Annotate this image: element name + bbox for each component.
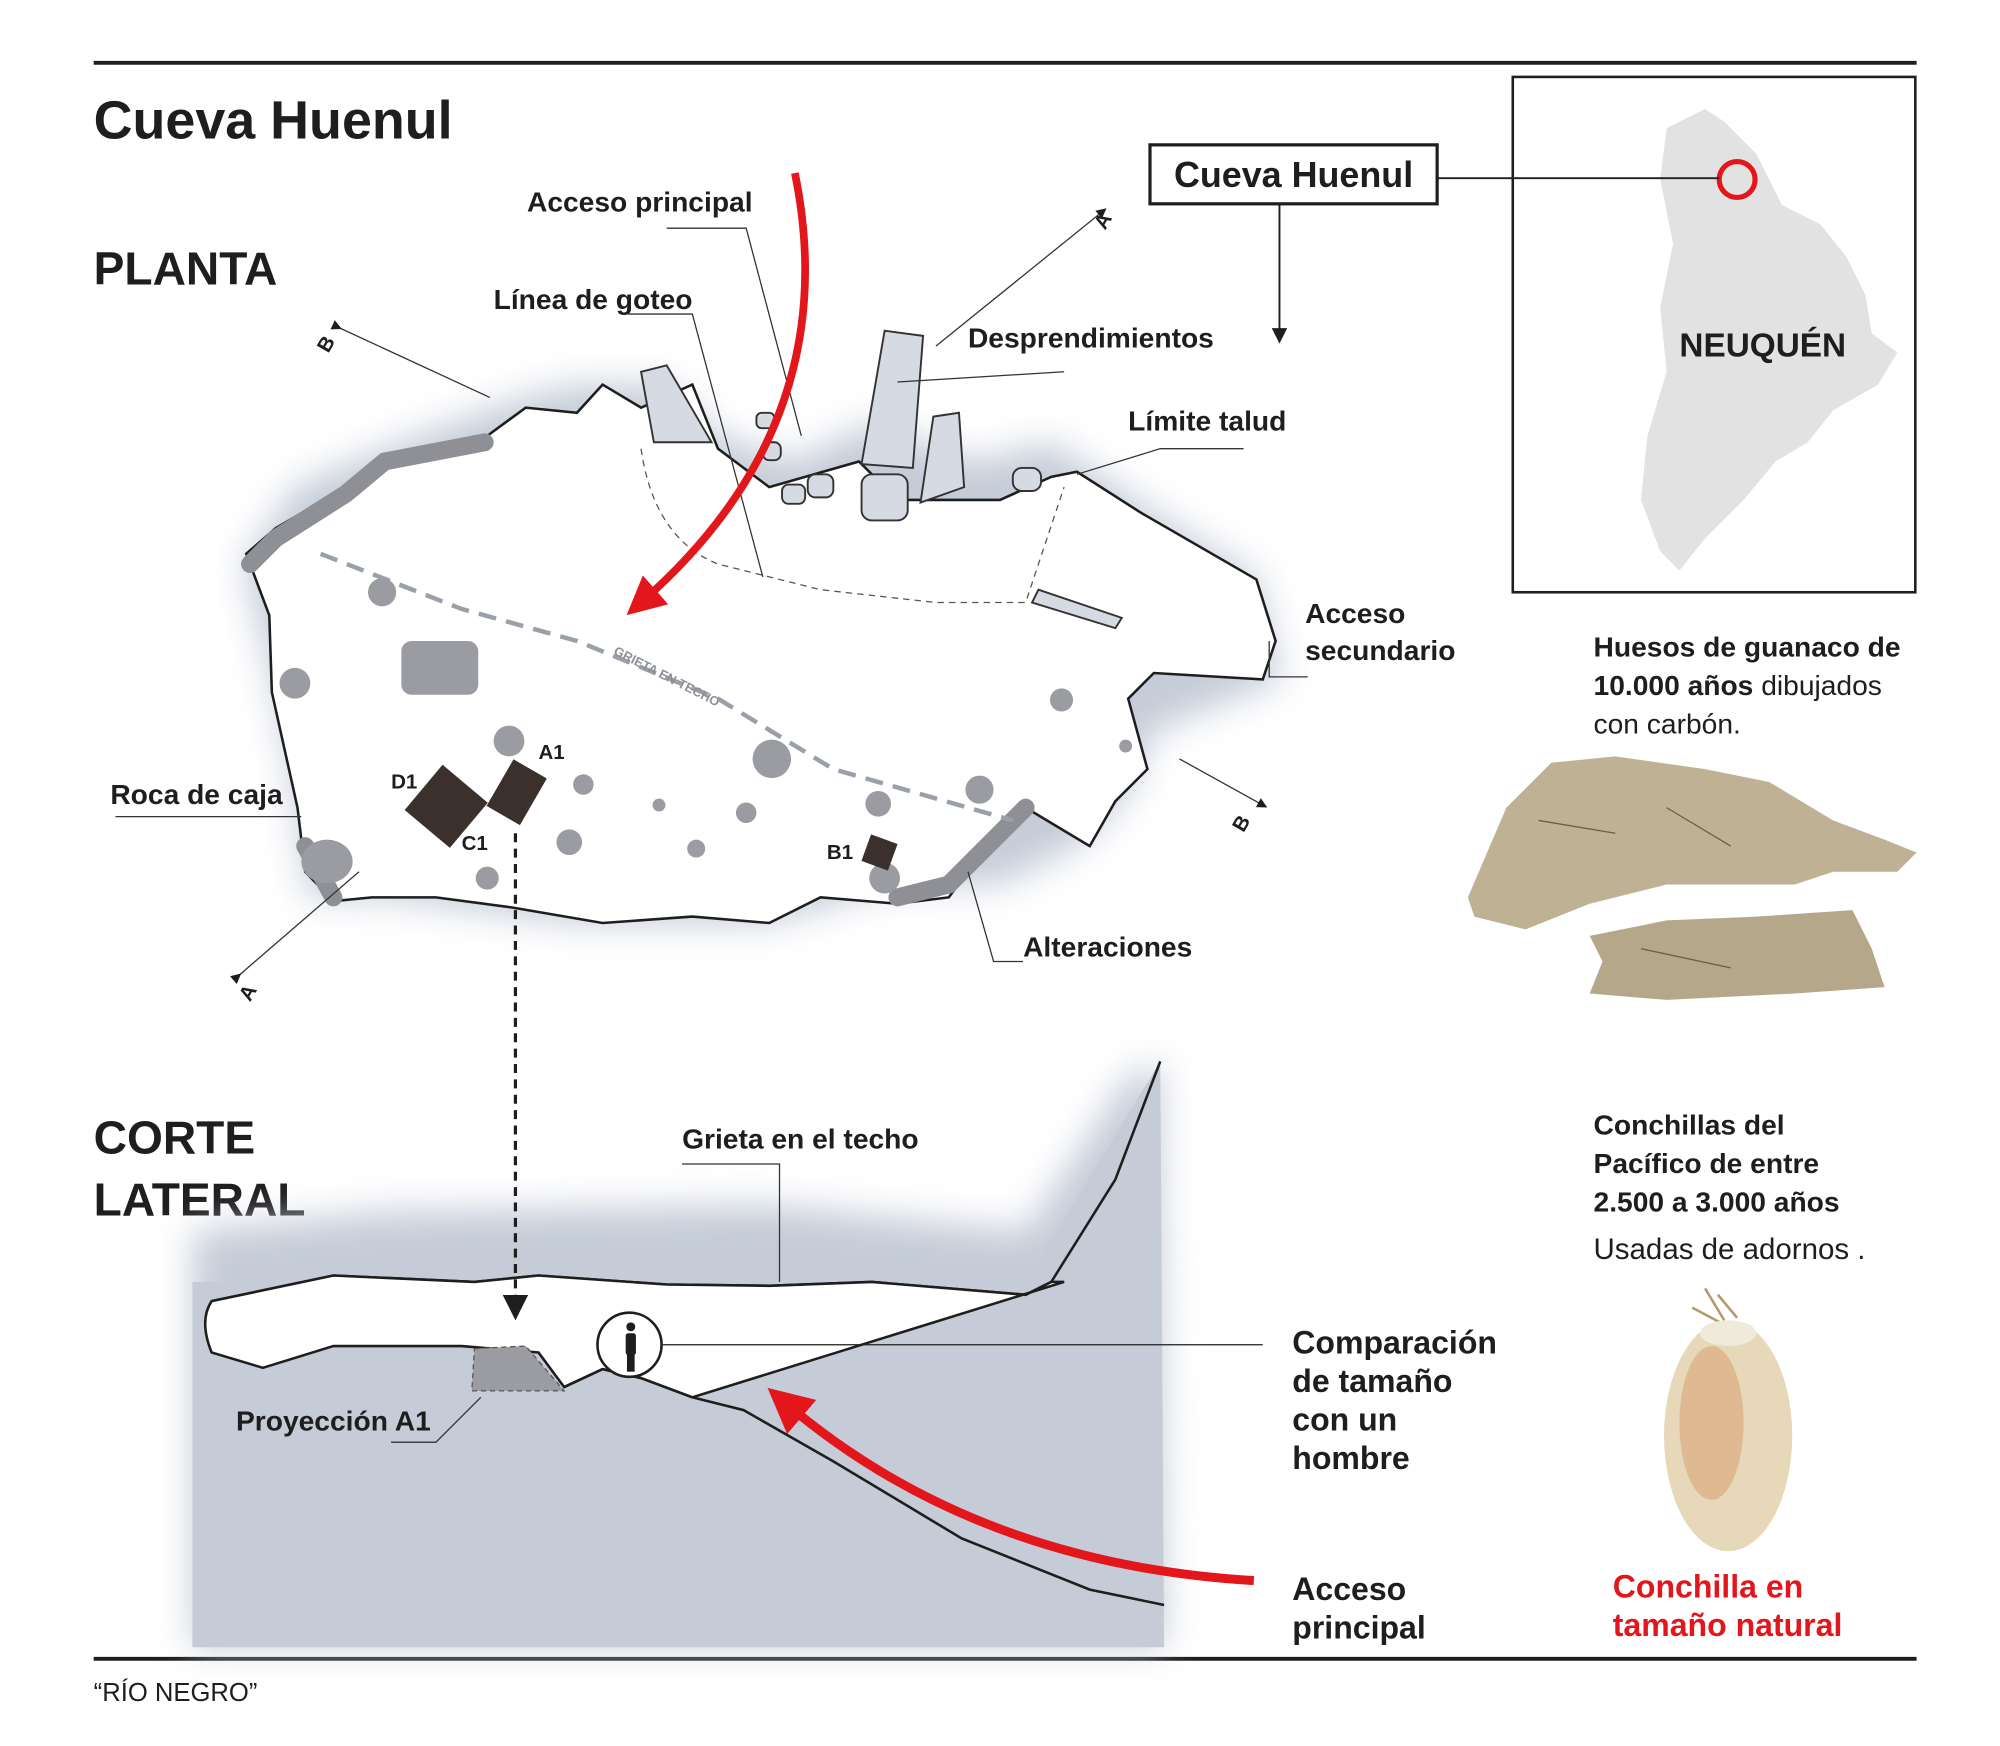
huesos-caption-3: con carbón. bbox=[1594, 707, 1741, 739]
conchillas-caption-1: Conchillas del bbox=[1594, 1109, 1785, 1141]
cave-plan: GRIETA EN TECHO A1 bbox=[110, 172, 1455, 1005]
huesos-caption-1: Huesos de guanaco de bbox=[1594, 630, 1901, 662]
label-linea-goteo: Línea de goteo bbox=[494, 283, 693, 315]
square-c1-label: C1 bbox=[462, 832, 488, 855]
label-desprendimientos: Desprendimientos bbox=[968, 321, 1214, 353]
label-limite-talud: Límite talud bbox=[1128, 405, 1286, 437]
label-comparacion-3: con un bbox=[1292, 1402, 1397, 1438]
label-acceso-1: Acceso bbox=[1292, 1571, 1406, 1607]
excavation-squares bbox=[404, 759, 898, 871]
section-heading-1: CORTE bbox=[94, 1112, 255, 1164]
conchillas-caption-2: Pacífico de entre bbox=[1594, 1147, 1820, 1179]
province-label: NEUQUÉN bbox=[1679, 326, 1846, 364]
square-b1-label: B1 bbox=[827, 841, 853, 864]
sidebar: Huesos de guanaco de 10.000 años dibujad… bbox=[1467, 630, 1917, 1643]
page-title: Cueva Huenul bbox=[94, 90, 453, 150]
main-access-arrow bbox=[626, 172, 809, 616]
square-d1-label: D1 bbox=[391, 770, 417, 793]
label-proyeccion-a1: Proyección A1 bbox=[236, 1405, 431, 1437]
conchilla-caption-2: tamaño natural bbox=[1613, 1607, 1843, 1643]
projection-a1-shape bbox=[471, 1345, 566, 1392]
label-acceso-2: principal bbox=[1292, 1609, 1426, 1645]
usadas-caption: Usadas de adornos . bbox=[1594, 1233, 1866, 1266]
section-access-arrow bbox=[767, 1387, 1255, 1586]
label-comparacion-4: hombre bbox=[1292, 1440, 1409, 1476]
square-a1-label: A1 bbox=[539, 741, 565, 764]
shell-image bbox=[1664, 1287, 1793, 1552]
cut-b-label-2: B bbox=[1228, 811, 1255, 835]
roof-crack-line bbox=[319, 551, 1014, 823]
credit: “RÍO NEGRO” bbox=[94, 1678, 258, 1707]
conchillas-caption-3: 2.500 a 3.000 años bbox=[1594, 1185, 1840, 1217]
cut-b-label: B bbox=[313, 332, 340, 356]
label-grieta-techo: Grieta en el techo bbox=[682, 1123, 919, 1155]
label-acceso-secundario-1: Acceso bbox=[1305, 597, 1405, 629]
location-marker-icon bbox=[1716, 158, 1758, 200]
person-icon bbox=[625, 1322, 636, 1372]
label-roca-caja: Roca de caja bbox=[110, 778, 283, 810]
label-comparacion-1: Comparación bbox=[1292, 1325, 1497, 1361]
cave-section: Grieta en el techo Proyección A1 Compara… bbox=[192, 833, 1497, 1648]
section-heading-2: LATERAL bbox=[94, 1173, 306, 1225]
rock-spots bbox=[279, 578, 1133, 894]
guanaco-bone-image bbox=[1467, 756, 1917, 1000]
label-acceso-principal: Acceso principal bbox=[527, 186, 753, 218]
locator-label: Cueva Huenul bbox=[1174, 155, 1413, 195]
cut-a-label: A bbox=[1090, 209, 1117, 233]
plan-heading: PLANTA bbox=[94, 243, 278, 295]
huesos-regular: dibujados bbox=[1753, 669, 1882, 701]
conchilla-caption-1: Conchilla en bbox=[1613, 1568, 1803, 1604]
label-alteraciones: Alteraciones bbox=[1023, 930, 1192, 962]
label-comparacion-2: de tamaño bbox=[1292, 1363, 1452, 1399]
drip-line bbox=[640, 448, 1065, 604]
huesos-caption-2: 10.000 años dibujados bbox=[1594, 669, 1882, 701]
neuquen-province-shape bbox=[1640, 108, 1898, 571]
huesos-bold: 10.000 años bbox=[1594, 669, 1754, 701]
cut-a-label-2: A bbox=[234, 980, 261, 1004]
locator-map: NEUQUÉN Cueva Huenul bbox=[1148, 75, 1917, 594]
label-acceso-secundario-2: secundario bbox=[1305, 634, 1455, 666]
